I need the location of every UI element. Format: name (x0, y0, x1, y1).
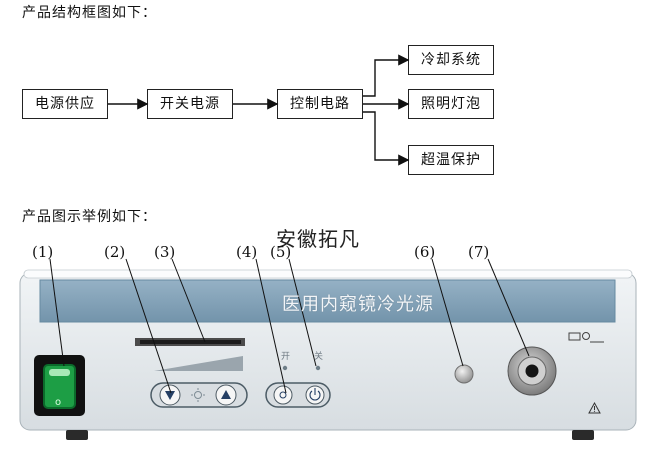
brightness-up-button[interactable] (215, 384, 237, 406)
control-circuit-box: 控制电路 (277, 89, 363, 119)
power-switch-off-mark: o (55, 397, 61, 408)
warning-icon (588, 401, 601, 414)
watermark-text: 安徽拓凡 (276, 227, 360, 251)
brightness-control-pad[interactable] (150, 382, 248, 408)
light-guide-port-inner (525, 364, 539, 378)
brightness-down-button[interactable] (159, 384, 181, 406)
power-icon (309, 390, 321, 401)
off-indicator-light (315, 365, 321, 371)
adjustment-knob[interactable] (454, 364, 474, 384)
callout-line-6 (431, 258, 464, 367)
arrow-control-to-cooling (363, 54, 410, 97)
power-control-pad[interactable] (265, 382, 331, 408)
off-label: 关 (314, 352, 324, 362)
callout-2: (2) (104, 243, 126, 261)
overtemperature-protection-box: 超温保护 (408, 145, 494, 175)
power-switch-top-highlight (49, 369, 70, 376)
structure-caption: 产品结构框图如下： (22, 5, 157, 21)
power-supply-box: 电源供应 (22, 89, 108, 119)
callout-line-7 (487, 258, 530, 357)
light-guide-port-middle (517, 356, 547, 386)
cable-icon-connector (582, 332, 590, 340)
light-guide-port-outer[interactable] (507, 346, 557, 396)
callout-6: (6) (414, 243, 436, 261)
callout-line-4 (255, 258, 287, 394)
callout-line-3 (171, 258, 206, 343)
power-button[interactable] (305, 385, 325, 405)
display-bar-inner (140, 340, 241, 344)
callout-line-2 (125, 258, 172, 394)
callout-7: (7) (468, 243, 490, 261)
device-top-edge (23, 269, 633, 279)
intensity-scale (154, 356, 243, 371)
sun-icon (194, 391, 202, 399)
callout-1: (1) (32, 243, 54, 261)
device-foot-left (66, 430, 88, 440)
device-foot-right (572, 430, 594, 440)
cable-icon (568, 332, 581, 341)
display-bar (135, 338, 245, 346)
power-switch[interactable] (43, 364, 76, 409)
arrow-control-to-overtemp (363, 111, 410, 166)
cooling-system-box: 冷却系统 (408, 45, 494, 75)
switch-power-box: 开关电源 (147, 89, 233, 119)
device-panel-title: 医用内窥镜冷光源 (282, 294, 434, 315)
triangle-down-icon (165, 391, 175, 400)
example-caption: 产品图示举例如下： (22, 209, 157, 225)
triangle-up-icon (221, 390, 231, 399)
power-switch-housing (34, 355, 85, 416)
on-indicator-light (282, 365, 288, 371)
standby-button[interactable] (273, 385, 293, 405)
warning-icon-dot (593, 410, 596, 412)
standby-icon (279, 391, 287, 399)
callout-4: (4) (236, 243, 258, 261)
on-label: 开 (281, 352, 291, 362)
lighting-bulb-box: 照明灯泡 (408, 89, 494, 119)
callout-line-1 (49, 258, 65, 367)
callout-3: (3) (154, 243, 176, 261)
callout-5: (5) (270, 243, 292, 261)
